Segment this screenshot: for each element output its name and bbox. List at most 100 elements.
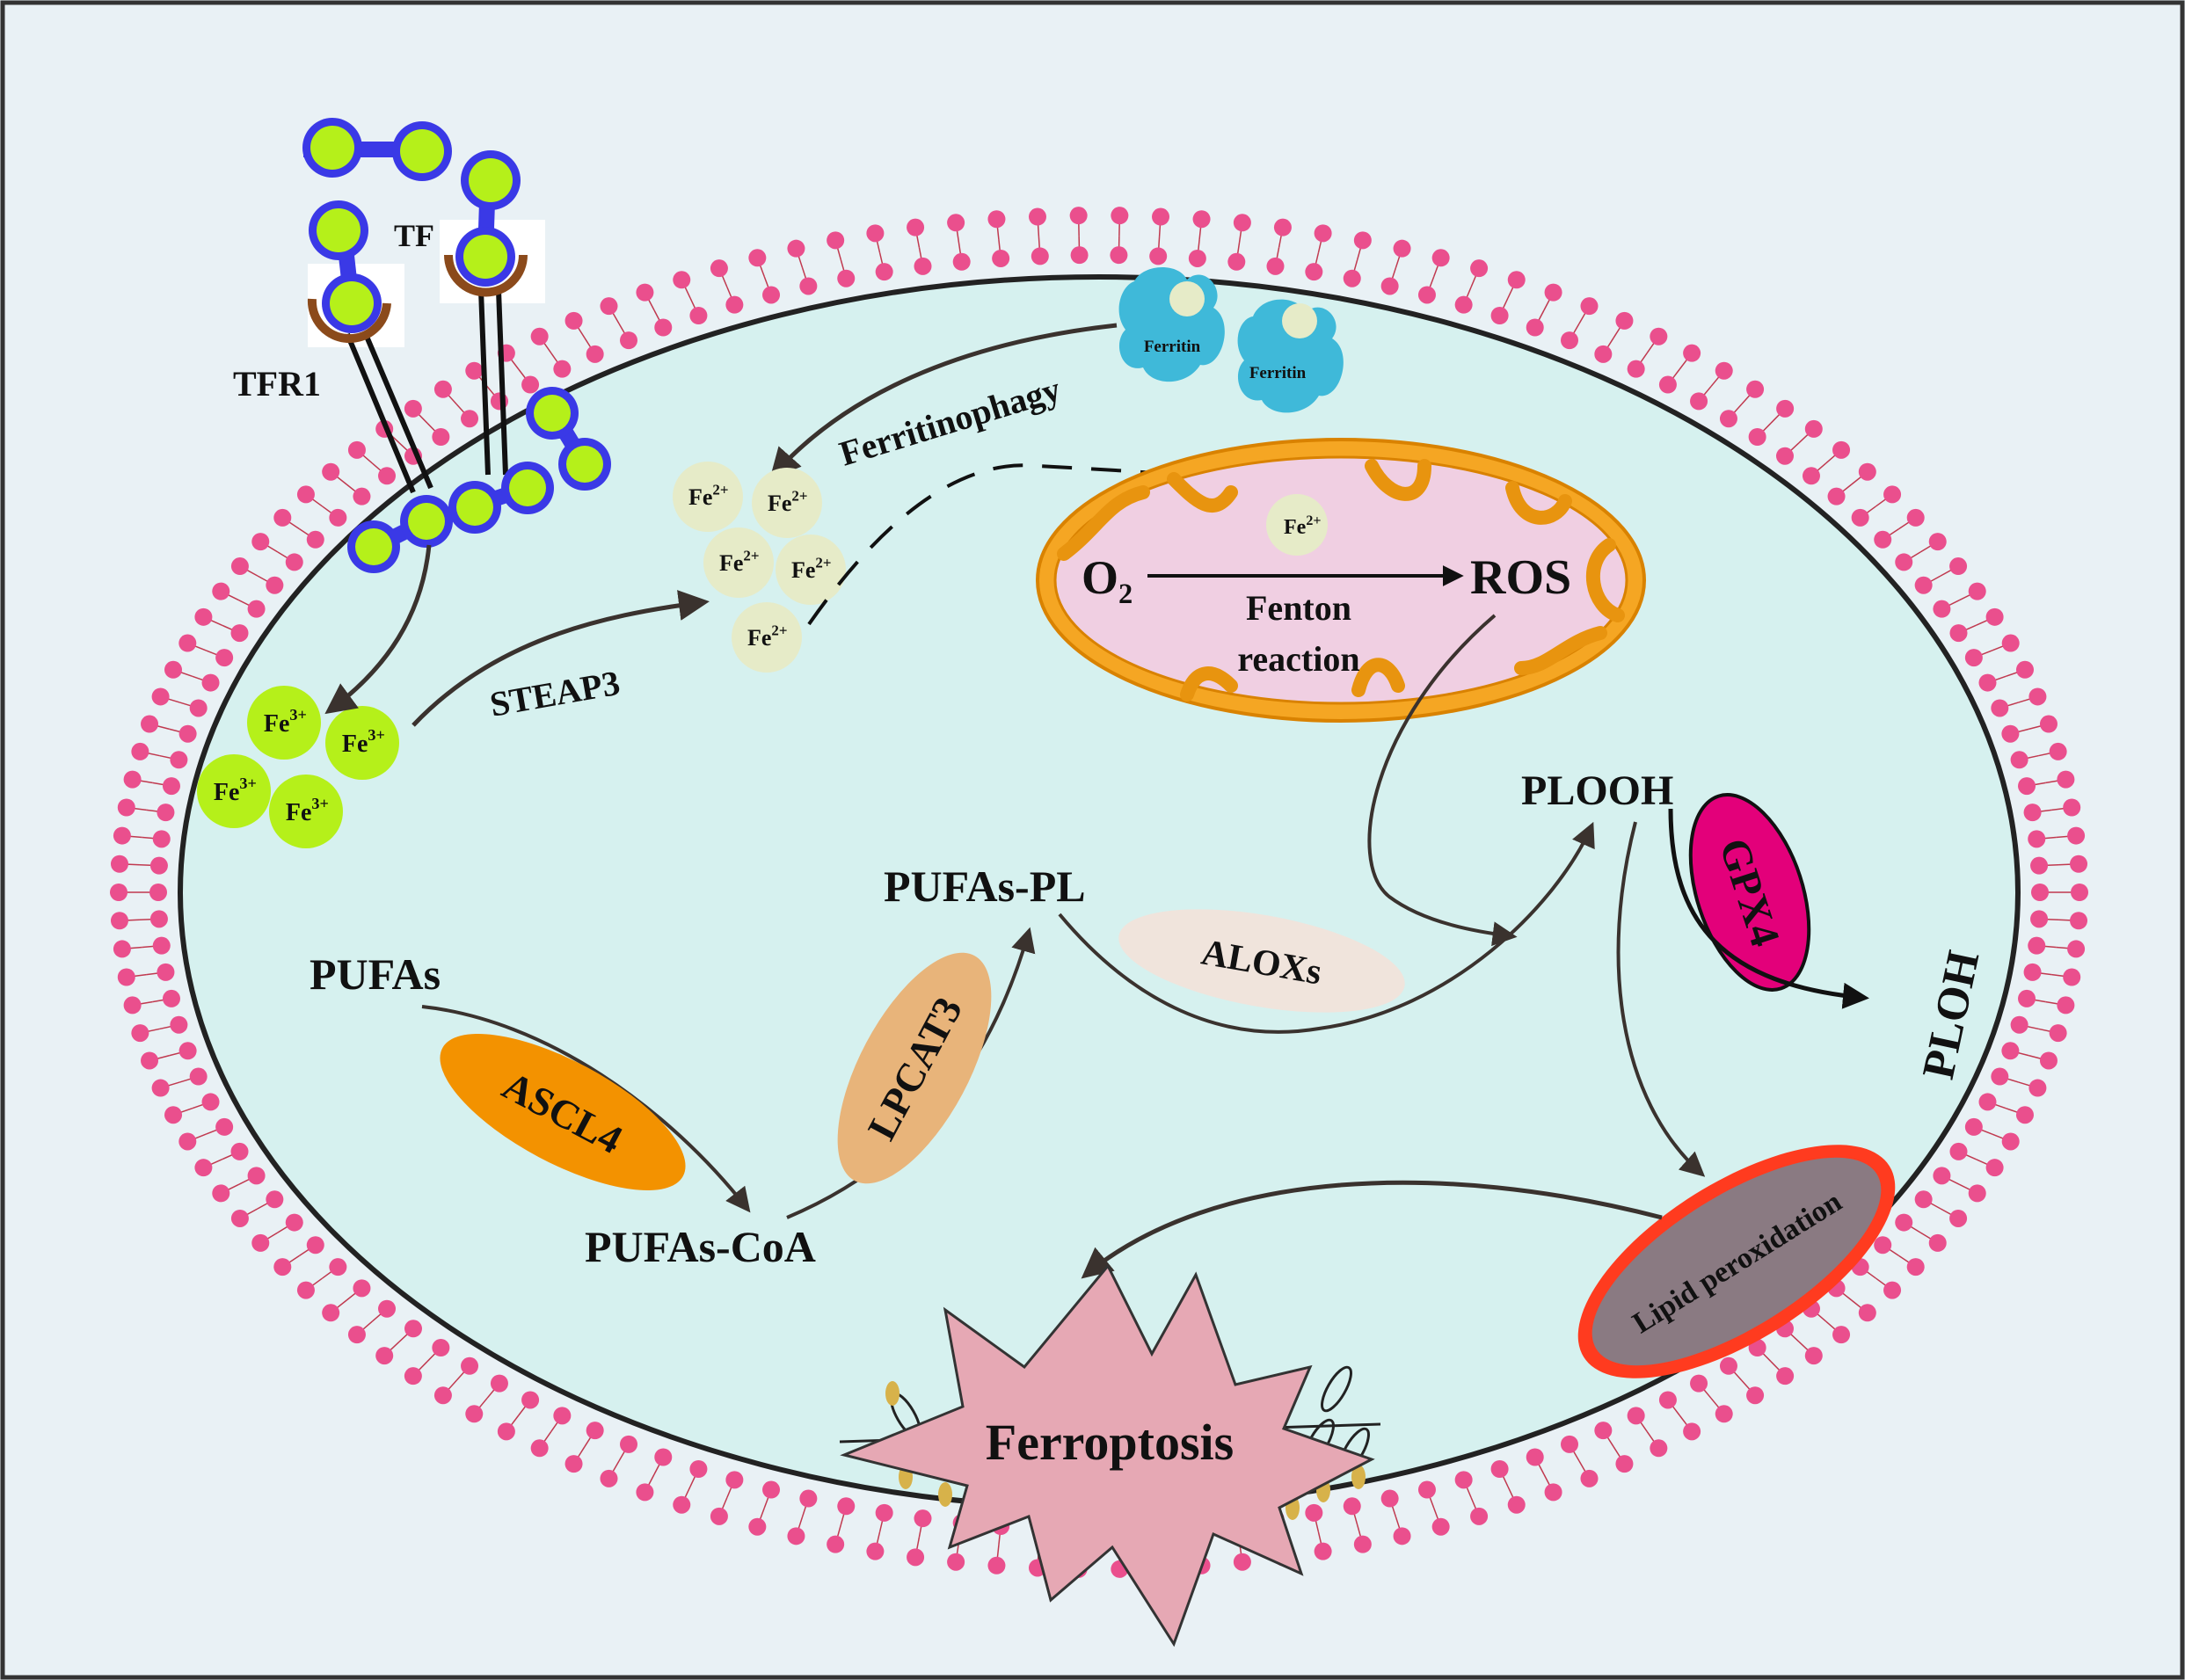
lipid-head bbox=[497, 1422, 515, 1441]
lipid-head bbox=[1393, 1527, 1411, 1545]
lipid-head bbox=[1227, 252, 1246, 271]
lipid-head bbox=[2049, 1024, 2067, 1043]
lipid-head bbox=[1343, 1497, 1361, 1516]
lipid-head bbox=[2031, 884, 2049, 901]
lipid-head bbox=[123, 770, 142, 789]
lipid-head bbox=[553, 360, 572, 378]
lipid-head bbox=[1314, 224, 1332, 243]
lipid-head bbox=[1353, 1535, 1372, 1553]
lipid-head bbox=[110, 855, 128, 873]
lipid-head bbox=[131, 1024, 149, 1043]
lipid-head bbox=[1719, 410, 1737, 428]
lipid-head bbox=[1874, 1236, 1892, 1255]
lipid-head bbox=[212, 1184, 230, 1203]
lipid-head bbox=[1615, 311, 1634, 330]
lipid-head bbox=[2039, 1051, 2058, 1070]
lipid-head bbox=[1968, 582, 1986, 600]
transferrin-receptor-complex bbox=[302, 118, 611, 573]
lipid-head bbox=[837, 269, 856, 287]
transferrin-fe3-dimer bbox=[448, 462, 554, 534]
lipid-head bbox=[164, 660, 183, 679]
lipid-head bbox=[1149, 247, 1168, 265]
lipid-head bbox=[620, 331, 637, 350]
lipid-head bbox=[170, 751, 188, 769]
lipid-head bbox=[866, 1542, 885, 1560]
lipid-head bbox=[1683, 344, 1701, 362]
lipid-head bbox=[521, 1391, 540, 1409]
aloxs-enzyme: ALOXs bbox=[1118, 909, 1405, 1013]
lipid-head bbox=[131, 742, 149, 760]
fe2-ion-pool: Fe2+Fe2+Fe2+Fe2+Fe2+ bbox=[673, 462, 846, 673]
lipid-head bbox=[1968, 1184, 1986, 1203]
lipid-head bbox=[1991, 1067, 2009, 1086]
tfr1-label: TFR1 bbox=[233, 364, 321, 404]
cell-membrane-bilayer bbox=[110, 207, 2088, 1578]
lipid-head bbox=[1507, 1495, 1526, 1514]
lipid-head bbox=[748, 249, 767, 267]
lipid-head bbox=[710, 1507, 728, 1525]
lipid-head bbox=[1719, 1356, 1737, 1375]
lipid-head bbox=[2015, 1106, 2034, 1124]
lipid-head bbox=[1804, 419, 1823, 438]
lipid-head bbox=[306, 530, 324, 549]
lipid-head bbox=[1470, 259, 1489, 278]
lipid-head bbox=[251, 1233, 270, 1252]
lipid-head bbox=[465, 1405, 484, 1423]
lipid-head bbox=[914, 1509, 932, 1528]
lipid-head bbox=[1895, 1213, 1913, 1232]
lipid-head bbox=[433, 380, 452, 398]
lipid-head bbox=[329, 508, 347, 527]
lipid-head bbox=[725, 1471, 744, 1489]
lipid-head bbox=[1305, 263, 1323, 281]
lipid-head bbox=[1658, 1391, 1677, 1409]
lipid-head bbox=[907, 218, 925, 236]
lipid-head bbox=[1776, 1367, 1795, 1385]
lipid-head bbox=[1746, 380, 1765, 398]
lipid-head bbox=[2001, 1132, 2020, 1151]
lipid-head bbox=[1470, 1507, 1489, 1525]
lipid-head bbox=[1580, 1469, 1599, 1487]
lipid-head bbox=[2018, 989, 2036, 1007]
lipid-head bbox=[2070, 855, 2088, 873]
lipid-head bbox=[2030, 856, 2049, 875]
lipid-head bbox=[866, 224, 885, 243]
lipid-head bbox=[178, 634, 197, 652]
lipid-head bbox=[285, 1213, 303, 1232]
lipid-head bbox=[553, 1407, 572, 1425]
lipid-head bbox=[1985, 1159, 2004, 1177]
lipid-head bbox=[347, 440, 366, 459]
lipid-head bbox=[530, 1439, 549, 1458]
lipid-head bbox=[564, 1455, 583, 1473]
lipid-head bbox=[178, 724, 197, 743]
pufas-pl-to-plooh-arrow bbox=[1058, 821, 1595, 1034]
fe2-ion-label: Fe2+ bbox=[768, 487, 808, 516]
lipid-head bbox=[1775, 447, 1794, 465]
lipid-head bbox=[149, 884, 167, 901]
fe2-ion bbox=[673, 462, 743, 532]
mito-fe2-ion bbox=[1266, 494, 1328, 556]
lipid-head bbox=[1933, 1167, 1951, 1185]
lipid-head bbox=[149, 910, 168, 928]
lipid-head bbox=[2049, 742, 2067, 760]
lipid-head bbox=[201, 673, 220, 692]
lipid-head bbox=[2010, 751, 2028, 769]
lipid-head bbox=[2018, 777, 2036, 796]
transferrin-fe3-dimer bbox=[455, 150, 521, 287]
lipid-head bbox=[1580, 297, 1599, 316]
lipid-head bbox=[1192, 210, 1211, 229]
fe3-ion-label: Fe3+ bbox=[214, 775, 257, 806]
lipid-head bbox=[404, 1320, 423, 1338]
lipid-head bbox=[201, 1093, 220, 1111]
mito-fe2-label: Fe2+ bbox=[1284, 513, 1321, 539]
lipid-head bbox=[654, 1448, 673, 1466]
lipid-head bbox=[353, 487, 371, 505]
lipid-head bbox=[1715, 361, 1733, 380]
fenton-label: Fenton bbox=[1246, 588, 1351, 628]
lipid-head bbox=[230, 557, 249, 576]
lipid-head bbox=[296, 485, 315, 504]
lipid-head bbox=[1188, 249, 1206, 267]
lipid-head bbox=[189, 1067, 208, 1086]
lipid-head bbox=[2067, 940, 2086, 958]
lipid-head bbox=[1152, 207, 1170, 226]
